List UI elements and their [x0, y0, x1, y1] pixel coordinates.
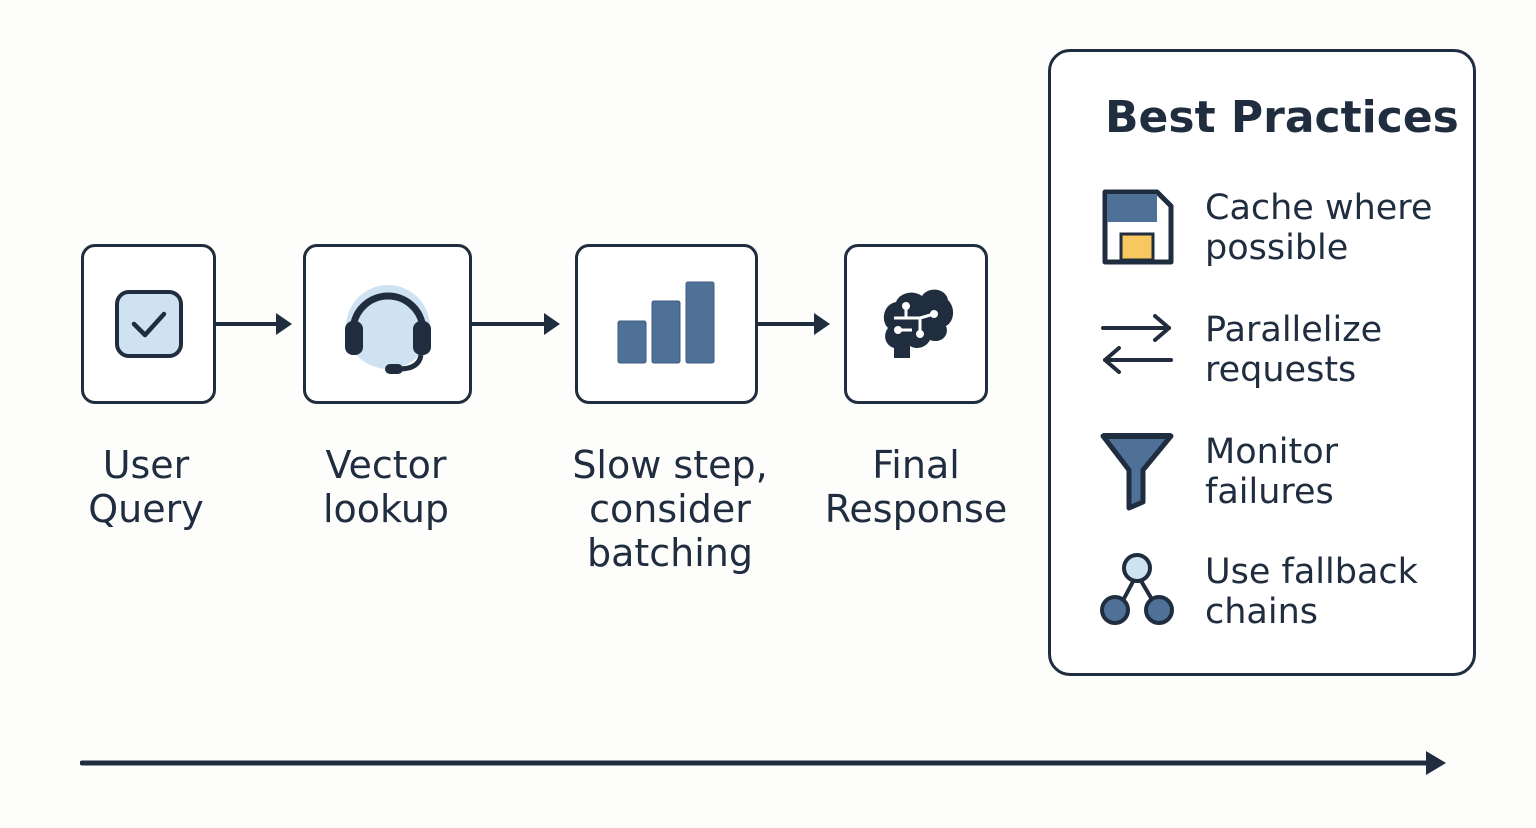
step-label-final-response: Final Response — [824, 443, 1008, 531]
checkbox-icon — [114, 290, 183, 358]
best-practices-title: Best Practices — [1105, 92, 1459, 143]
best-practices-panel: Best Practices Cache where possible Para… — [1048, 49, 1476, 676]
timeline-arrow — [80, 751, 1446, 775]
practice-text: Cache where possible — [1205, 188, 1433, 268]
brain-circuit-icon — [883, 289, 954, 358]
step-label-vector-lookup: Vector lookup — [322, 443, 450, 531]
bar-chart-icon — [617, 281, 714, 364]
practice-item: Monitor failures — [1099, 432, 1469, 522]
step-label-user-query: User Query — [88, 443, 204, 531]
arrow-3 — [758, 313, 830, 335]
practice-text: Monitor failures — [1205, 432, 1339, 512]
swap-arrows-icon — [1101, 314, 1173, 374]
funnel-icon — [1100, 433, 1174, 511]
step-label-slow-step: Slow step, consider batching — [572, 443, 768, 575]
floppy-disk-icon — [1102, 189, 1174, 265]
node-tree-icon — [1100, 553, 1174, 625]
practice-item: Use fallback chains — [1099, 552, 1469, 642]
practice-item: Parallelize requests — [1099, 310, 1469, 400]
step-box-final-response — [844, 244, 988, 404]
step-box-user-query — [81, 244, 216, 404]
arrow-2 — [472, 313, 560, 335]
practice-item: Cache where possible — [1099, 188, 1469, 278]
arrow-1 — [216, 313, 292, 335]
practice-text: Parallelize requests — [1205, 310, 1383, 390]
headset-icon — [344, 285, 431, 374]
practice-text: Use fallback chains — [1205, 552, 1418, 632]
step-box-vector-lookup — [303, 244, 472, 404]
step-box-slow-step — [575, 244, 758, 404]
